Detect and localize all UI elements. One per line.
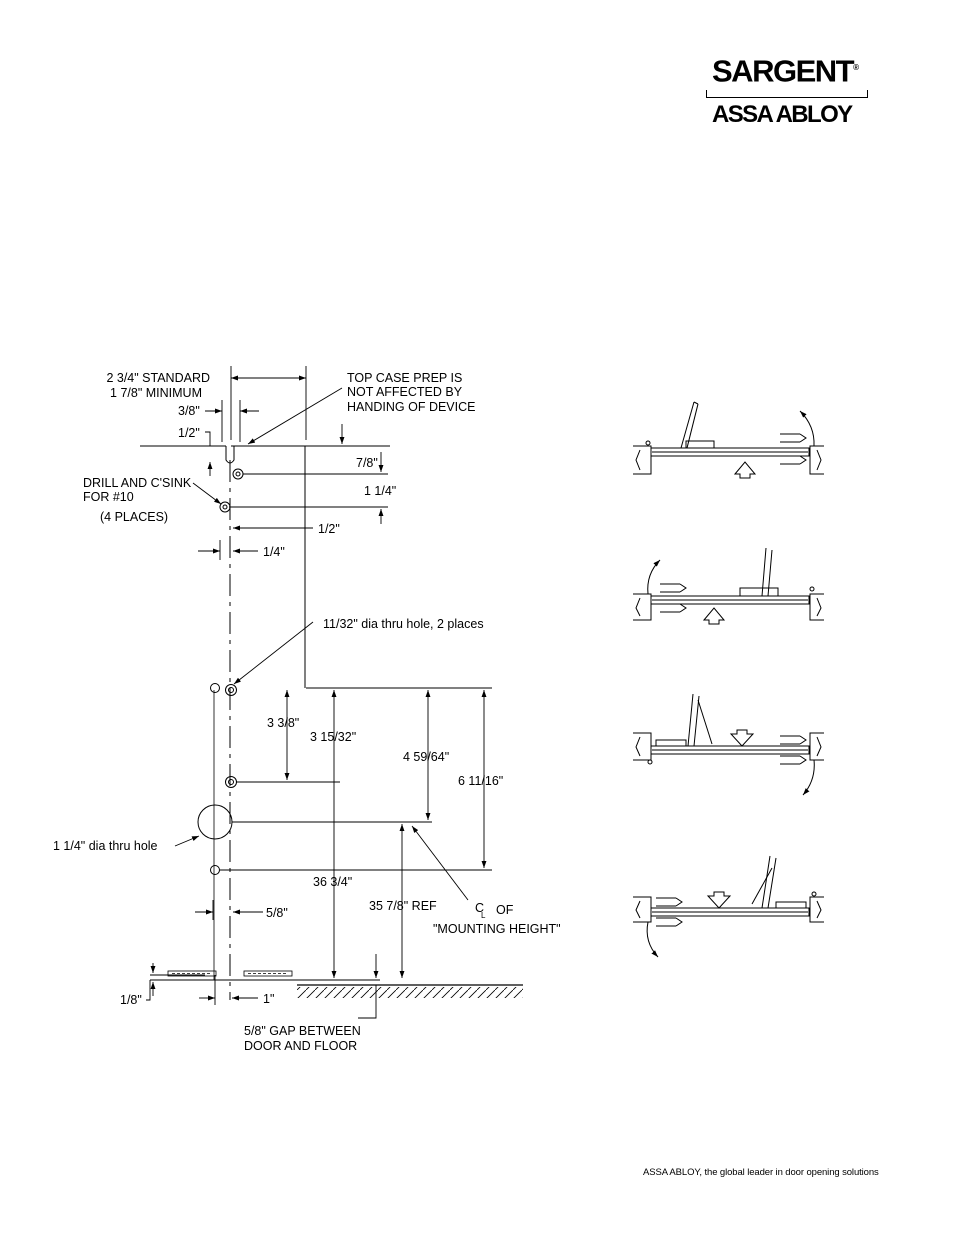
label-1-2-top: 1/2" <box>178 426 200 440</box>
sargent-logo: SARGENT® ASSA ABLOY <box>706 50 876 140</box>
label-width-minimum: 1 7/8" MINIMUM <box>110 386 202 400</box>
label-3-3-8: 3 3/8" <box>267 716 299 730</box>
door-outline <box>140 445 306 1000</box>
handing-views <box>633 401 824 958</box>
logo-parent: ASSA ABLOY <box>712 101 853 128</box>
label-top-case-note-3: HANDING OF DEVICE <box>347 400 476 414</box>
drawing-labels: 2 3/4" STANDARD 1 7/8" MINIMUM TOP CASE … <box>53 371 561 1053</box>
label-5-8: 5/8" <box>266 906 288 920</box>
label-1-1-4: 1 1/4" <box>364 484 396 498</box>
label-mounting-height: "MOUNTING HEIGHT" <box>433 922 561 936</box>
label-35-7-8-ref: 35 7/8" REF <box>369 899 437 913</box>
label-1: 1" <box>263 992 274 1006</box>
label-width-standard: 2 3/4" STANDARD <box>106 371 210 385</box>
label-6-11-16: 6 11/16" <box>458 774 503 788</box>
label-centerline-of: OF <box>496 903 514 917</box>
label-1-8: 1/8" <box>120 993 142 1007</box>
label-3-8: 3/8" <box>178 404 200 418</box>
leader-lines <box>174 387 469 901</box>
logo-registered-mark: ® <box>853 63 859 72</box>
label-centerline-c: C <box>475 901 484 915</box>
dimension-lines <box>146 366 492 1019</box>
label-thru-hole-large: 1 1/4" dia thru hole <box>53 839 158 853</box>
logo-rule <box>706 90 868 98</box>
label-gap-note-2: DOOR AND FLOOR <box>244 1039 357 1053</box>
footer-tagline: ASSA ABLOY, the global leader in door op… <box>643 1167 879 1178</box>
door-bottom-rails <box>167 970 293 977</box>
label-3-15-32: 3 15/32" <box>310 730 356 744</box>
label-7-8: 7/8" <box>356 456 378 470</box>
mounting-holes <box>197 468 244 875</box>
handing-view-4 <box>633 855 824 958</box>
floor <box>297 984 523 998</box>
handing-view-1 <box>633 401 824 479</box>
label-centerline-l: L <box>481 911 486 920</box>
label-top-case-note-1: TOP CASE PREP IS <box>347 371 462 385</box>
label-4-59-64: 4 59/64" <box>403 750 449 764</box>
label-1-2-mid: 1/2" <box>318 522 340 536</box>
handing-view-2 <box>633 547 824 625</box>
label-1-4: 1/4" <box>263 545 285 559</box>
label-36-3-4: 36 3/4" <box>313 875 352 889</box>
label-drill-note-2: FOR #10 <box>83 490 134 504</box>
label-thru-hole-small: 11/32" dia thru hole, 2 places <box>323 617 484 631</box>
handing-view-3 <box>633 693 824 796</box>
label-drill-note-1: DRILL AND C'SINK <box>83 476 192 490</box>
label-drill-note-3: (4 PLACES) <box>100 510 168 524</box>
label-top-case-note-2: NOT AFFECTED BY <box>347 385 463 399</box>
label-gap-note-1: 5/8" GAP BETWEEN <box>244 1024 361 1038</box>
logo-brand: SARGENT <box>712 53 855 89</box>
